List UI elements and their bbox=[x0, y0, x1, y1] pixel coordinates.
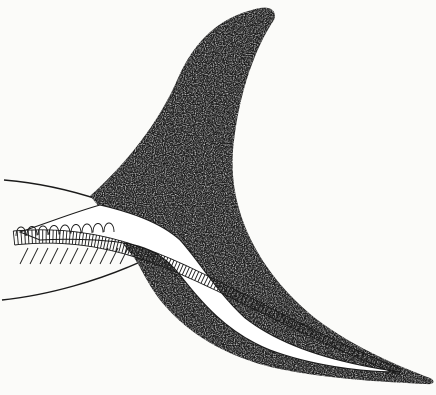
vertebra bbox=[56, 230, 57, 243]
vertebra bbox=[32, 230, 33, 244]
